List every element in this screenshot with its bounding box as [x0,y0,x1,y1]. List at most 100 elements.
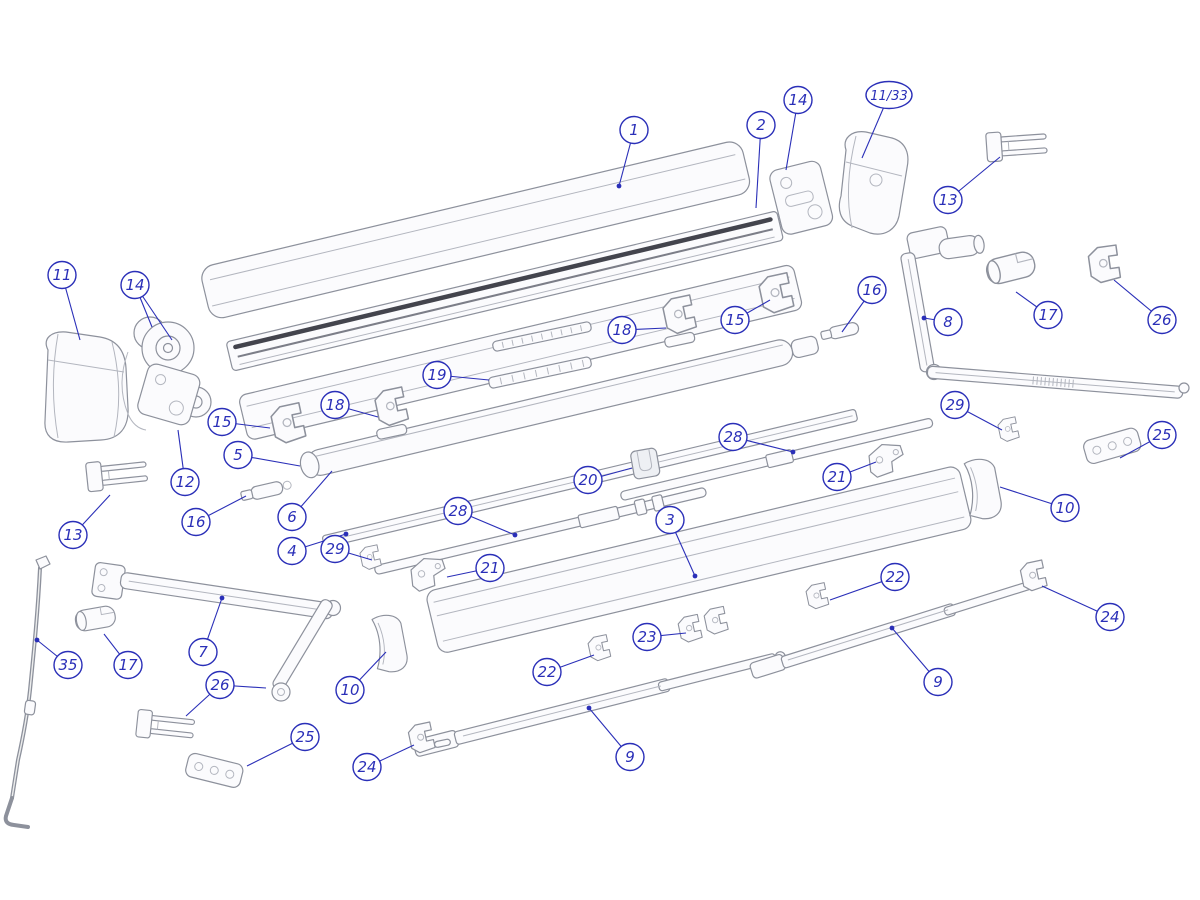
part-bracket-14-right [769,160,834,235]
part-clip-24-left [406,721,451,755]
svg-text:24: 24 [1100,608,1119,626]
callout-28: 28 [443,496,473,526]
callout-28: 28 [718,422,748,452]
callout-17: 17 [1033,300,1063,330]
svg-text:10: 10 [340,681,359,699]
part-clip-22-left [586,634,612,663]
part-plate-25-right [1081,425,1144,466]
callout-21: 21 [475,553,505,583]
part-case-lid [201,141,751,319]
callout-2: 2 [746,110,776,140]
callout-16: 16 [181,507,211,537]
svg-text:25: 25 [295,728,314,746]
callout-13: 13 [58,520,88,550]
callout-16: 16 [857,275,887,305]
part-end-cap-11-33 [838,131,909,235]
svg-text:9: 9 [625,748,635,766]
part-cap-17-left [73,604,118,633]
callout-5: 5 [223,440,253,470]
svg-text:21: 21 [827,468,846,486]
svg-text:1: 1 [629,121,639,139]
callout-21: 21 [822,462,852,492]
svg-text:9: 9 [933,673,943,691]
svg-text:35: 35 [58,656,77,674]
callout-15: 15 [720,305,750,335]
leader-dot [343,531,349,537]
svg-text:6: 6 [287,508,297,526]
part-pins-13-left [84,456,149,493]
part-support-arm-9-right [749,577,1041,679]
part-clip-26-right [1086,244,1122,285]
part-clip-20 [630,447,661,480]
svg-text:10: 10 [1055,499,1074,517]
part-roller-tube [299,335,819,479]
svg-text:4: 4 [287,542,297,560]
callout-4: 4 [277,536,307,566]
callout-12: 12 [170,467,200,497]
callout-6: 6 [277,502,307,532]
callout-1: 1 [619,115,649,145]
callout-7: 7 [188,637,218,667]
callout-18: 18 [320,390,350,420]
part-spring-arm-8 [900,252,1190,399]
callout-17: 17 [113,650,143,680]
part-bracket-18-left [372,386,410,440]
callout-8: 8 [933,307,963,337]
callout-11: 11 [47,260,77,290]
svg-text:29: 29 [325,540,344,558]
callout-15: 15 [207,407,237,437]
part-rails-19 [488,321,592,389]
callout-23: 23 [632,622,662,652]
callout-22: 22 [532,657,562,687]
svg-text:11/33: 11/33 [870,89,907,104]
leader-dot [34,637,40,643]
part-tension-tube-28-upper [620,418,934,501]
svg-text:5: 5 [233,446,243,464]
part-support-arm-9-left [412,651,786,757]
callout-14: 14 [783,85,813,115]
svg-text:18: 18 [325,396,344,414]
leader-dot [219,595,225,601]
svg-text:16: 16 [186,513,205,531]
part-bracket-18-right [660,294,698,348]
svg-text:25: 25 [1152,426,1171,444]
svg-text:26: 26 [210,676,229,694]
svg-text:28: 28 [723,428,742,446]
part-case-back-rail [226,211,784,371]
leader-dot [692,573,698,579]
part-front-panel-3 [426,466,972,653]
part-spring-arm-7 [91,562,342,691]
part-knob-16-left [240,480,292,501]
callout-25: 25 [290,722,320,752]
svg-text:13: 13 [63,526,82,544]
callout-13: 13 [933,185,963,215]
svg-text:15: 15 [725,311,744,329]
part-end-cap-11 [44,331,129,443]
svg-text:28: 28 [448,502,467,520]
svg-text:7: 7 [198,643,208,661]
svg-text:14: 14 [125,276,144,294]
callout-24: 24 [1095,602,1125,632]
svg-text:19: 19 [427,366,446,384]
callout-29: 29 [320,534,350,564]
callout-24: 24 [352,752,382,782]
part-bracket-12 [137,363,201,426]
callout-11/33: 11/33 [865,80,913,110]
part-knob-16-right [820,322,860,340]
part-bracket-21-right [867,441,906,479]
part-crank-rod-35 [3,555,51,829]
svg-text:14: 14 [788,91,807,109]
leader-dot [616,183,622,189]
callout-19: 19 [422,360,452,390]
callout-9: 9 [923,667,953,697]
callout-10: 10 [1050,493,1080,523]
part-cap-17-right [983,249,1038,287]
part-joint-26-left [271,682,291,702]
svg-text:29: 29 [945,396,964,414]
part-clip-22-right [804,582,830,611]
leader-dot [512,532,518,538]
callout-20: 20 [573,465,603,495]
part-bracket-23 [676,605,730,644]
